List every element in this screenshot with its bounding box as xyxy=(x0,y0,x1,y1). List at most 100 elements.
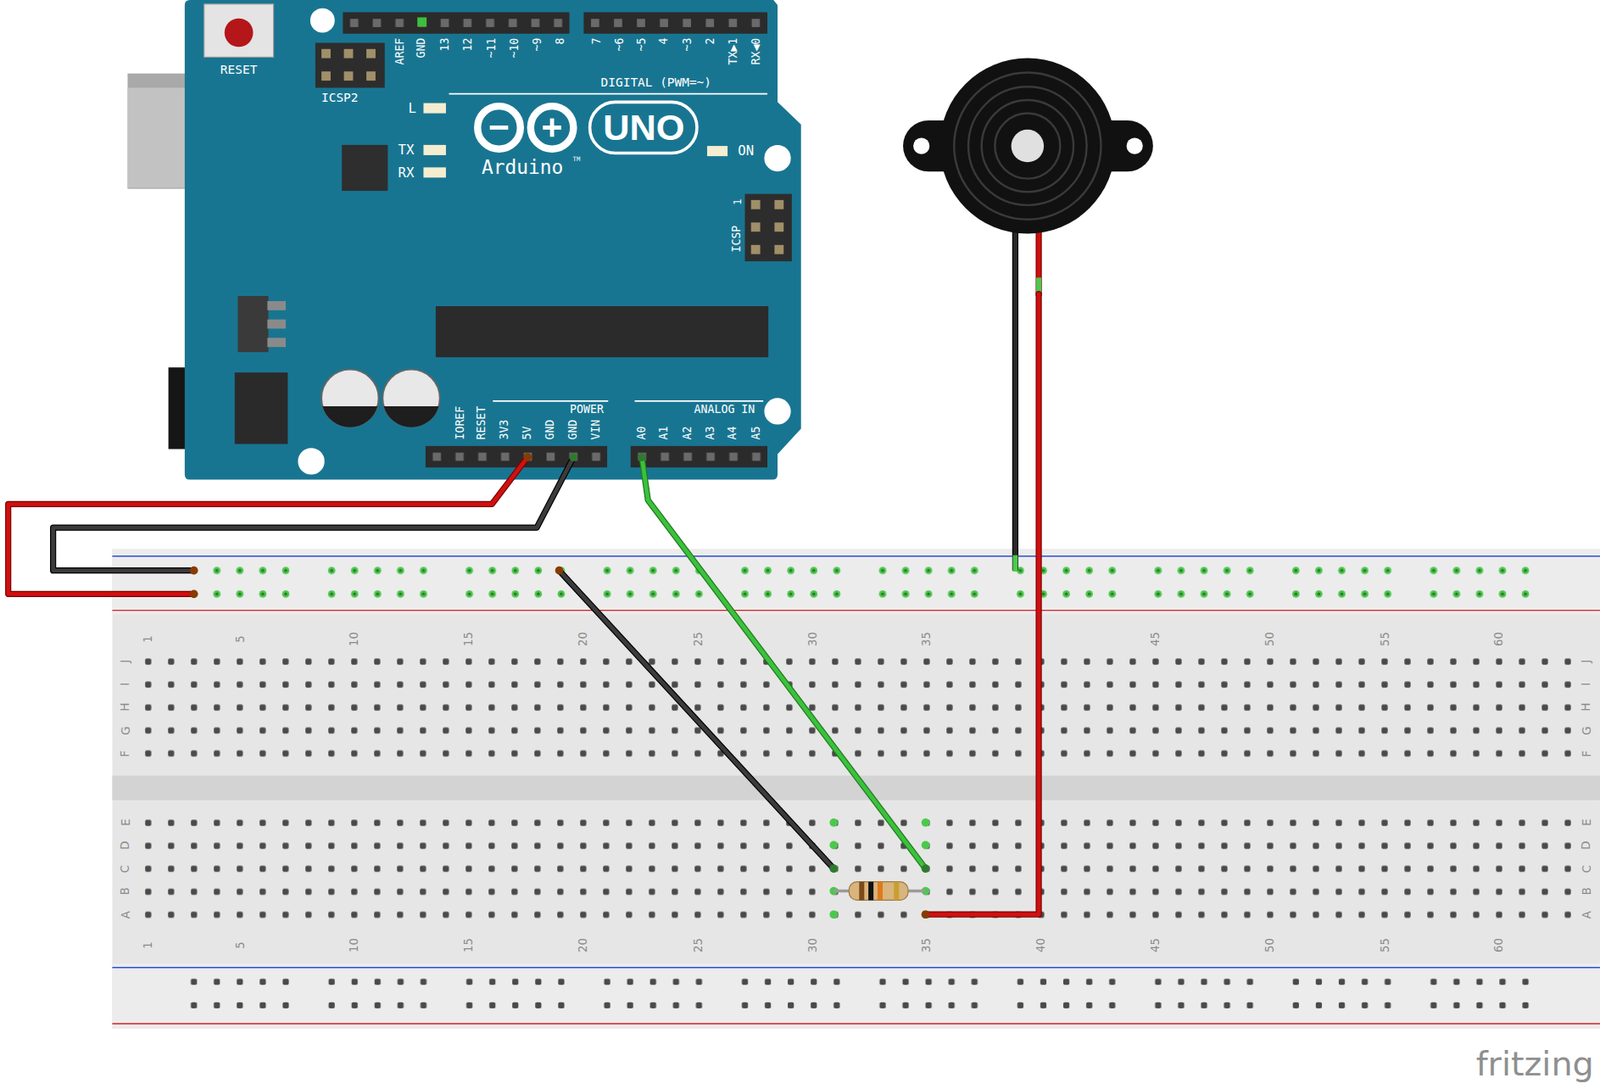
column-number: 25 xyxy=(692,631,704,647)
pin-label: A3 xyxy=(704,426,716,441)
column-number: 5 xyxy=(234,941,246,948)
breadboard xyxy=(111,548,1600,1029)
row-letter: H xyxy=(1581,702,1593,712)
pin-label: A0 xyxy=(635,426,647,441)
pin-label: ~10 xyxy=(508,38,520,59)
capacitor xyxy=(321,369,441,428)
pin-label: RX◀0 xyxy=(750,38,762,66)
led-label: RX xyxy=(398,166,415,180)
row-letter: I xyxy=(119,681,131,686)
column-number: 35 xyxy=(920,937,932,953)
header-label: ICSP2 xyxy=(321,91,358,104)
model-name: UNO xyxy=(602,109,685,146)
column-number: 10 xyxy=(348,631,360,647)
arduino-logo xyxy=(477,101,697,153)
column-number: 25 xyxy=(692,937,704,953)
column-number: 50 xyxy=(1263,937,1275,953)
arduino-board xyxy=(127,0,801,480)
column-number: 35 xyxy=(920,631,932,647)
column-number: 55 xyxy=(1378,937,1390,953)
pin-label: 4 xyxy=(658,38,670,45)
row-letter: E xyxy=(119,819,131,826)
led xyxy=(423,103,728,179)
pin-label: ~3 xyxy=(682,38,694,52)
reset-button xyxy=(204,4,274,58)
led-label: ON xyxy=(737,144,754,158)
pin-label: A4 xyxy=(726,426,738,441)
silkscreen-line xyxy=(449,94,768,402)
pin-label: GND xyxy=(415,38,427,59)
column-number: 40 xyxy=(1035,937,1047,953)
row-letter: H xyxy=(119,702,131,712)
row-letter: D xyxy=(1581,840,1593,849)
pin-label: GND xyxy=(568,419,580,441)
column-number: 15 xyxy=(462,631,474,647)
header-label: ICSP xyxy=(730,225,742,253)
column-number: 50 xyxy=(1263,631,1275,647)
row-letter: C xyxy=(1581,864,1593,873)
column-number: 1 xyxy=(142,941,154,948)
trademark: TM xyxy=(573,156,581,162)
chip xyxy=(341,144,388,191)
brand-name: Arduino xyxy=(481,157,564,178)
pin-label: A1 xyxy=(658,426,670,441)
row-letter: F xyxy=(1581,749,1593,757)
row-letter: A xyxy=(119,910,131,919)
row-letter: E xyxy=(1581,819,1593,826)
pin-label: A2 xyxy=(682,426,694,441)
connected-holes xyxy=(829,818,930,919)
pin-label: 12 xyxy=(462,38,474,52)
row-letter: G xyxy=(119,726,131,736)
buzzer xyxy=(903,58,1154,572)
microcontroller xyxy=(435,306,769,357)
pin-label: RESET xyxy=(475,406,487,441)
led-label: TX xyxy=(398,143,415,157)
column-number: 30 xyxy=(806,937,818,953)
pin-header xyxy=(630,445,768,468)
wire xyxy=(8,294,1039,915)
row-letter: G xyxy=(1581,726,1593,736)
pin-label: 7 xyxy=(590,38,603,45)
column-number: 5 xyxy=(234,635,246,642)
pin-label: 3V3 xyxy=(498,419,510,441)
pin-label: TX▶1 xyxy=(728,38,740,66)
row-letter: A xyxy=(1581,910,1593,919)
column-number: 55 xyxy=(1378,631,1390,647)
pin-label: ~9 xyxy=(532,38,544,52)
pin-label: AREF xyxy=(394,38,406,66)
column-number: 60 xyxy=(1493,631,1505,647)
pin-label: ~5 xyxy=(635,38,647,52)
pin-header xyxy=(583,11,768,34)
column-number: 20 xyxy=(577,937,589,953)
pin-label: ~6 xyxy=(613,38,625,52)
column-number: 45 xyxy=(1149,937,1161,953)
pin-header xyxy=(342,11,569,34)
pin-label: ~11 xyxy=(485,38,497,59)
row-letter: D xyxy=(119,840,131,849)
pin-label: 2 xyxy=(704,38,716,45)
pin-label: IOREF xyxy=(454,406,466,441)
board-outline xyxy=(184,0,802,480)
row-letter: J xyxy=(119,659,131,664)
row-letter: C xyxy=(119,864,131,873)
pin-label: A5 xyxy=(750,426,762,441)
pin-label: GND xyxy=(544,419,556,441)
row-letter: F xyxy=(119,749,131,757)
pin-label: 8 xyxy=(554,38,566,45)
mounting-hole xyxy=(297,8,791,475)
column-number: 30 xyxy=(806,631,818,647)
column-number: 45 xyxy=(1149,631,1161,647)
column-number: 20 xyxy=(577,631,589,647)
header-label: DIGITAL (PWM=~) xyxy=(601,76,712,89)
pin-label: VIN xyxy=(590,419,602,441)
wire-end xyxy=(189,452,930,919)
column-number: 60 xyxy=(1493,937,1505,953)
column-number: 10 xyxy=(348,937,360,953)
row-letter: J xyxy=(1581,659,1593,664)
pin-number: 1 xyxy=(732,199,743,206)
icsp-header xyxy=(315,43,385,89)
row-letter: B xyxy=(1581,886,1593,895)
